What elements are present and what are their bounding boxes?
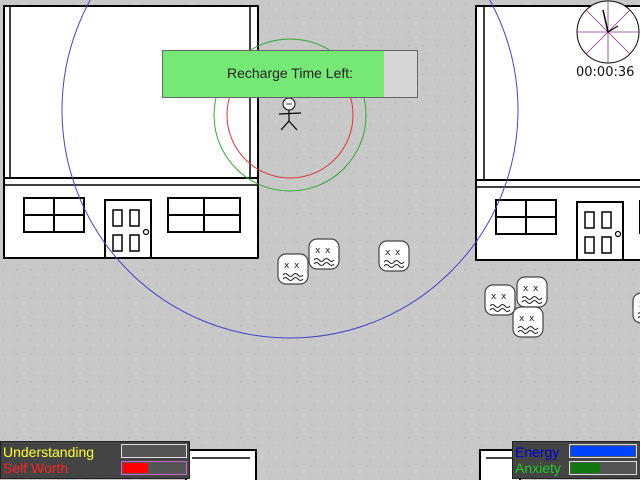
anxiety-bar-fill: [571, 463, 600, 473]
window: [495, 199, 557, 235]
outer-ring: [213, 38, 367, 192]
recharge-bar: Recharge Time Left:: [162, 50, 418, 98]
hud-right: Energy Anxiety: [512, 441, 640, 479]
stick-figure-icon: [278, 97, 302, 131]
anxiety-bar: [569, 461, 637, 475]
awareness-ring: [61, 0, 519, 339]
house-bottom-left: [185, 449, 257, 480]
window: [167, 197, 241, 233]
recharge-label: Recharge Time Left:: [226, 65, 354, 81]
clock-dial-icon: [576, 0, 640, 64]
self-worth-bar: [121, 461, 187, 475]
elapsed-time: 00:00:36: [576, 65, 635, 80]
anxiety-label: Anxiety: [515, 460, 561, 476]
hud-left: Understanding Self Worth: [0, 441, 190, 479]
energy-label: Energy: [515, 444, 560, 460]
sad-face-blob-icon[interactable]: [512, 306, 544, 338]
self-worth-label: Self Worth: [3, 460, 69, 476]
energy-bar: [569, 444, 637, 458]
sad-face-blob-icon[interactable]: [277, 253, 309, 285]
self-worth-bar-fill: [123, 463, 148, 473]
door: [576, 201, 624, 261]
sad-face-blob-icon[interactable]: [308, 238, 340, 270]
house-left: [3, 5, 259, 259]
understanding-label: Understanding: [3, 444, 95, 460]
sad-face-blob-icon[interactable]: [632, 292, 640, 324]
understanding-bar: [121, 444, 187, 458]
energy-bar-fill: [571, 446, 635, 456]
sad-face-blob-icon[interactable]: [516, 276, 548, 308]
recharge-bar-fill: [163, 51, 384, 97]
sad-face-blob-icon[interactable]: [378, 240, 410, 272]
sad-face-blob-icon[interactable]: [484, 284, 516, 316]
window: [23, 197, 85, 233]
door: [104, 199, 152, 259]
